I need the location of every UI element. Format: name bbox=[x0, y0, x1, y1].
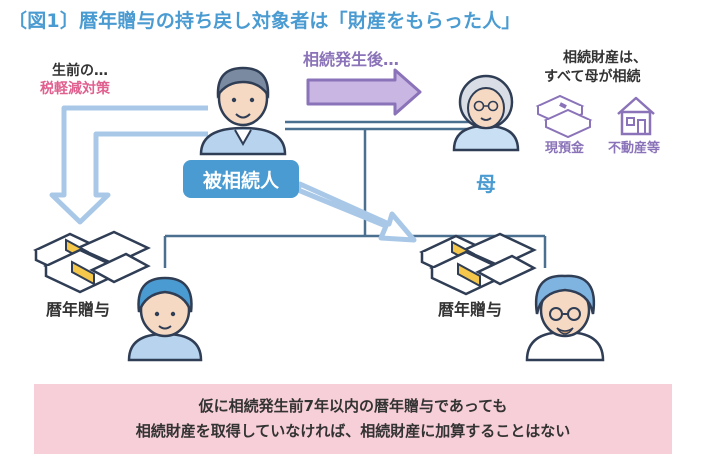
money-stack-right-icon bbox=[419, 232, 537, 296]
mother-label: 母 bbox=[476, 172, 496, 196]
child-right-avatar bbox=[525, 274, 605, 362]
gift-right-label: 暦年贈与 bbox=[438, 300, 503, 319]
cash-asset-icon bbox=[535, 94, 593, 139]
deceased-note-line1: 生前の… bbox=[52, 63, 108, 79]
footer-note: 仮に相続発生前7年以内の暦年贈与であっても 相続財産を取得していなければ、相続財… bbox=[34, 384, 672, 454]
diagram-title: 〔図1〕暦年贈与の持ち戻し対象者は「財産をもらった人」 bbox=[8, 10, 521, 32]
inheritance-arrow-label: 相続発生後… bbox=[303, 50, 400, 69]
deceased-label: 被相続人 bbox=[183, 160, 299, 198]
cash-asset-label: 現預金 bbox=[545, 141, 585, 156]
real-estate-asset-label: 不動産等 bbox=[608, 141, 661, 156]
deceased-avatar bbox=[199, 66, 287, 156]
gift-arrow-right bbox=[295, 181, 417, 243]
footer-line2: 相続財産を取得していなければ、相続財産に加算することはない bbox=[135, 422, 571, 440]
mother-note-line2: すべて母が相続 bbox=[544, 69, 641, 85]
mother-avatar bbox=[452, 74, 520, 152]
gift-left-label: 暦年贈与 bbox=[46, 300, 111, 319]
real-estate-asset-icon bbox=[617, 96, 655, 136]
inheritance-arrow bbox=[306, 68, 422, 116]
money-stack-left-icon bbox=[33, 230, 151, 294]
child-left-avatar bbox=[127, 276, 203, 362]
footer-line1: 仮に相続発生前7年以内の暦年贈与であっても bbox=[198, 397, 508, 415]
deceased-note-line2: 税軽減対策 bbox=[40, 81, 110, 97]
gift-arrow-left bbox=[49, 105, 208, 225]
mother-note-line1: 相続財産は、 bbox=[563, 50, 647, 66]
